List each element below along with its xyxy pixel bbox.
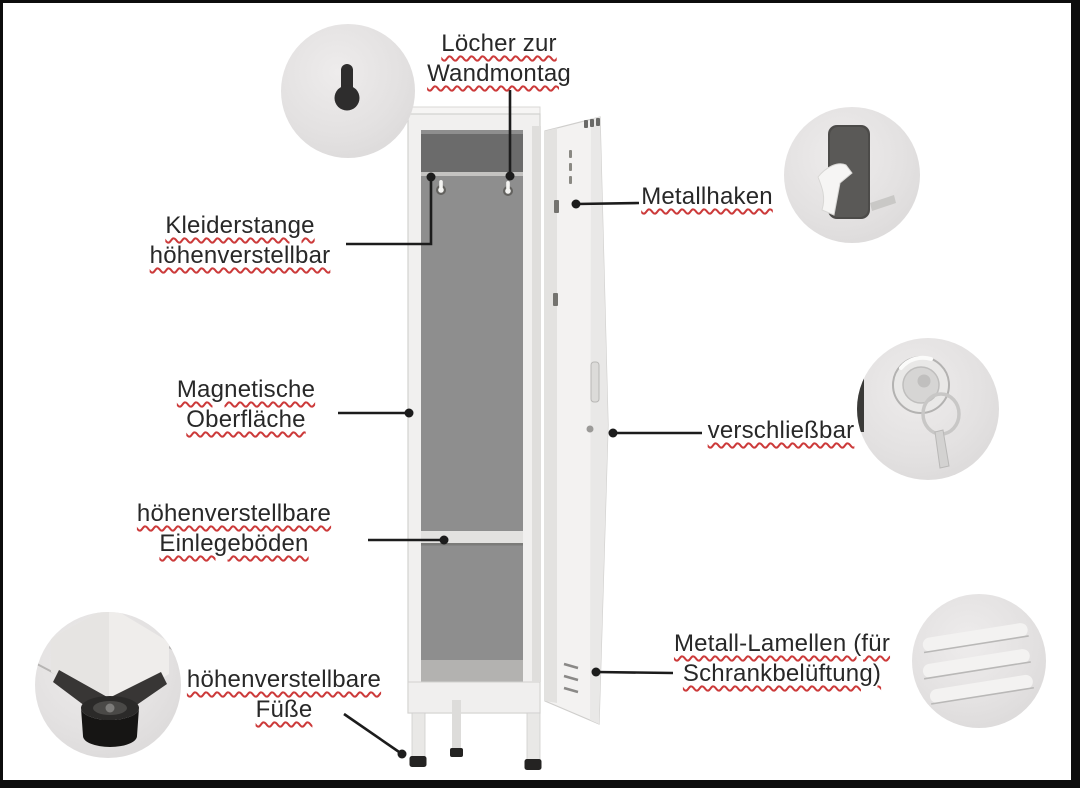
connector-adjustable-feet (343, 712, 407, 759)
locker-legs (409, 700, 542, 770)
adjustable-foot-detail-image (35, 612, 181, 758)
callout-label-line: Metall-Lamellen (für (673, 630, 891, 657)
locker-interior-top-panel (421, 134, 523, 172)
callout-adjustable-feet: höhenverstellbare Füße (187, 665, 381, 725)
callout-air-vents: Metall-Lamellen (für Schrankbelüftung) (674, 629, 890, 689)
callout-label-line: Oberfläche (186, 406, 306, 433)
wall-mount-hole (436, 180, 446, 195)
metal-hook-slot (554, 200, 559, 213)
door-bottom-vents (563, 662, 579, 694)
adjustable-foot (409, 756, 427, 767)
connector-clothes-rail (346, 172, 436, 246)
callout-metal-hook: Metallhaken (641, 182, 773, 212)
door-top-vents (584, 118, 600, 128)
door-lock (586, 425, 594, 433)
callout-label-line: höhenverstellbar (149, 242, 331, 269)
callout-shelves: höhenverstellbare Einlegeböden (137, 499, 331, 559)
door-handle (590, 361, 600, 403)
callout-label-line: höhenverstellbare (136, 500, 332, 527)
foot-icon (36, 612, 181, 747)
callout-label-line: Löcher zur (441, 30, 557, 57)
metal-hook-detail-image (784, 107, 920, 243)
callout-clothes-rail: Kleiderstange höhenverstellbar (150, 211, 331, 271)
callout-wall-mount: Löcher zur Wandmontag (427, 29, 571, 89)
connector-air-vents (591, 667, 674, 677)
callout-lockable: verschließbar (708, 416, 855, 446)
locker-body (407, 106, 541, 714)
air-vent-detail-image (912, 594, 1046, 728)
connector-lockable (608, 428, 702, 438)
callout-label-line: Magnetische (176, 376, 316, 403)
keyhole-icon (334, 64, 360, 111)
callout-label-line: verschließbar (707, 417, 855, 444)
wall-mount-hole-detail-image (281, 24, 415, 158)
callout-label-line: Wandmontag (427, 60, 571, 87)
locker-door (544, 116, 609, 725)
adjustable-foot (524, 759, 542, 770)
callout-magnetic-surface: Magnetische Oberfläche (177, 375, 315, 435)
callout-label-line: Metallhaken (641, 183, 773, 210)
callout-label-line: Schrankbelüftung) (682, 660, 882, 687)
lock-detail-image (857, 338, 999, 480)
lock-key-icon (857, 355, 961, 469)
door-inner-vents (569, 150, 572, 184)
connector-metal-hook (571, 199, 640, 209)
connector-magnetic-surface (338, 408, 414, 418)
connector-wall-mount (505, 90, 515, 181)
locker-interior (421, 130, 523, 682)
hook-icon (817, 125, 896, 219)
connector-shelves (368, 535, 449, 545)
callout-label-line: höhenverstellbare (186, 666, 382, 693)
callout-label-line: Einlegeböden (159, 530, 309, 557)
vent-slats-icon (922, 623, 1034, 705)
metal-hook-slot (553, 293, 558, 306)
wall-mount-hole (503, 181, 513, 196)
callout-label-line: Füße (255, 696, 313, 723)
callout-label-line: Kleiderstange (165, 212, 315, 239)
